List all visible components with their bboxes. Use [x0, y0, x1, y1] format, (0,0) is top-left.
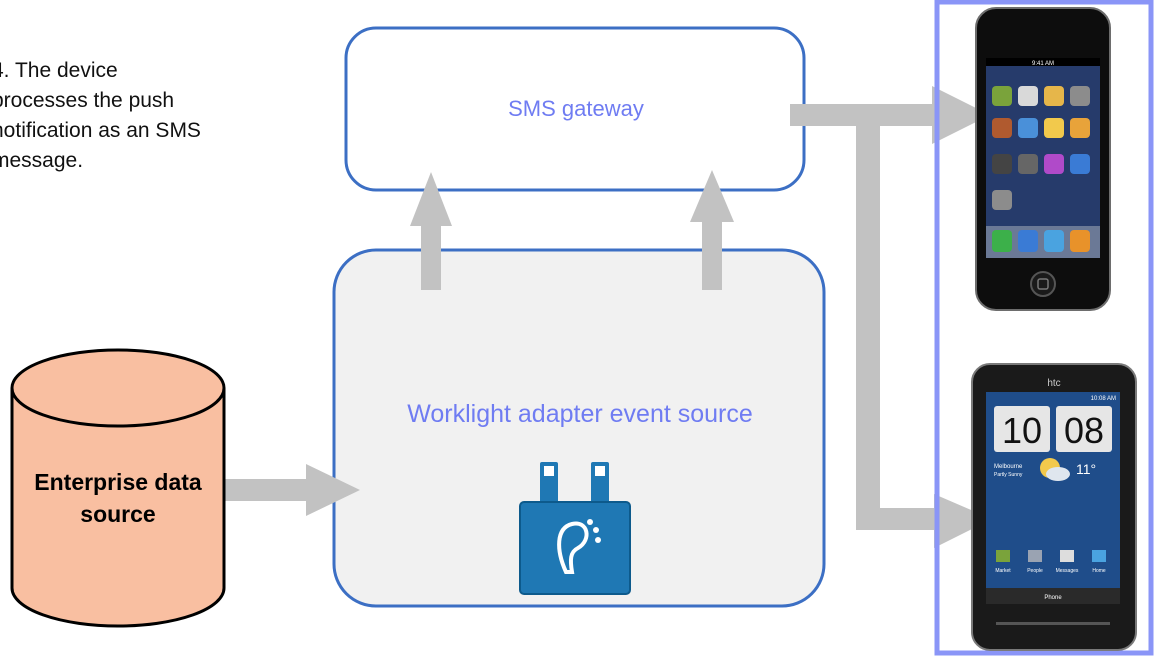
sms-gateway-label: SMS gateway: [508, 96, 644, 121]
android-weather-desc: Partly Sunny: [994, 472, 1023, 478]
android-brand: htc: [1047, 378, 1060, 389]
devices-frame: [934, 0, 1154, 656]
adapter-box: [332, 248, 826, 608]
worklight-plug-icon: [519, 462, 631, 595]
step-note: 4. The device processes the push notific…: [0, 59, 201, 172]
iphone-status-time: 9:41 AM: [1032, 61, 1054, 67]
android-clock-minute: 08: [1064, 410, 1104, 451]
iphone-device: 9:41 AM: [975, 7, 1111, 311]
arrow-sms-to-phones: [790, 86, 992, 548]
database-cylinder: [10, 348, 226, 628]
arrow-adapter-to-sms-left: [410, 172, 452, 290]
android-device: htc 10:08 AM 10 08 Melbourne Partly Sunn…: [971, 363, 1137, 651]
android-temperature: 11°: [1076, 461, 1096, 477]
database-label: Enterprise data source: [34, 469, 202, 527]
arrow-adapter-to-sms-right: [690, 170, 734, 290]
android-status-time: 10:08 AM: [1091, 396, 1116, 402]
android-dock-market: Market: [995, 568, 1011, 574]
arrow-db-to-adapter: [216, 464, 360, 516]
android-phone-label: Phone: [1044, 595, 1062, 601]
android-city: Melbourne: [994, 464, 1023, 470]
android-clock-hour: 10: [1002, 410, 1042, 451]
android-dock-messages: Messages: [1056, 568, 1079, 574]
android-dock-people: People: [1027, 568, 1043, 574]
android-dock-home: Home: [1092, 568, 1106, 574]
adapter-label: Worklight adapter event source: [407, 400, 753, 428]
